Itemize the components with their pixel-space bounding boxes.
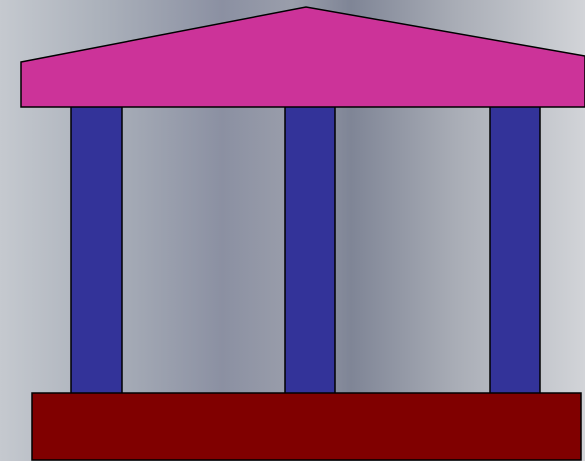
column-right: [490, 106, 540, 394]
column-middle: [285, 106, 335, 394]
base: [32, 393, 581, 460]
column-left: [71, 106, 122, 394]
